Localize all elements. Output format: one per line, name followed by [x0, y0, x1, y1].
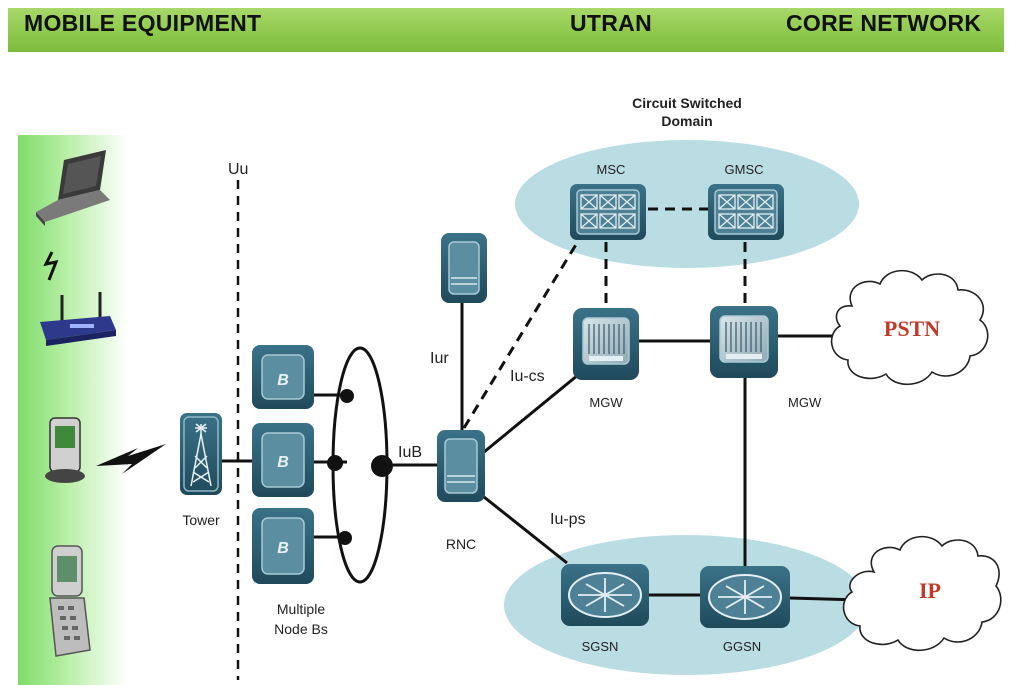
mobile-equipment-heading: MOBILE EQUIPMENT [24, 10, 262, 36]
media-gateway-icon [710, 306, 778, 378]
circuit-switched-domain [515, 140, 859, 268]
rnc-icon [441, 233, 487, 303]
lightning-icon [96, 444, 166, 474]
node-b-letter: B [277, 372, 289, 389]
bus-junctions [327, 389, 393, 545]
iur-label: Iur [430, 350, 449, 367]
iub-label: IuB [398, 444, 422, 461]
node-b-letter: B [277, 454, 289, 471]
laptop-icon [36, 150, 110, 226]
utran-heading: UTRAN [570, 10, 652, 36]
flip-phone-icon [49, 545, 91, 657]
router-icon [40, 292, 116, 346]
mgw-label: MGW [589, 395, 623, 410]
iu-ps-link [483, 495, 568, 565]
ggsn-label: GGSN [723, 639, 761, 654]
switch-icon [570, 184, 646, 240]
node-b-icon: B [252, 423, 314, 497]
switch-icon [708, 184, 784, 240]
media-gateway-icon [573, 308, 639, 380]
ip-label: IP [919, 578, 941, 603]
node-b-letter: B [277, 540, 289, 557]
pda-icon [45, 417, 85, 483]
cloud-icon [830, 269, 989, 386]
iu-cs-link [483, 373, 579, 454]
mgw-label: MGW [788, 395, 822, 410]
multiple-node-bs-label-line1: Multiple [277, 601, 325, 617]
node-b-icon: B [252, 508, 314, 584]
lightning-icon [43, 251, 59, 281]
iu-ps-label: Iu-ps [550, 511, 586, 528]
iu-cs-label: Iu-cs [510, 368, 545, 385]
core-network-heading: CORE NETWORK [786, 10, 982, 36]
uu-label: Uu [228, 161, 248, 178]
multiple-node-bs-label-line2: Node Bs [274, 621, 328, 637]
tower-icon [180, 413, 222, 495]
circuit-switched-domain-label-line2: Domain [661, 113, 712, 129]
sgsn-label: SGSN [582, 639, 619, 654]
router-node-icon [700, 566, 790, 628]
router-node-icon [561, 564, 649, 626]
pstn-label: PSTN [884, 316, 940, 341]
rnc-label: RNC [446, 536, 476, 552]
cloud-icon [842, 535, 1002, 652]
gmsc-label: GMSC [725, 162, 764, 177]
signalling-links [462, 207, 747, 429]
node-b-icon: B [252, 345, 314, 409]
circuit-switched-domain-label-line1: Circuit Switched [632, 95, 742, 111]
header-bar [8, 8, 1004, 52]
rnc-msc-dashed-link [462, 237, 582, 429]
tower-label: Tower [182, 512, 220, 528]
msc-label: MSC [597, 162, 626, 177]
rnc-icon [437, 430, 485, 502]
